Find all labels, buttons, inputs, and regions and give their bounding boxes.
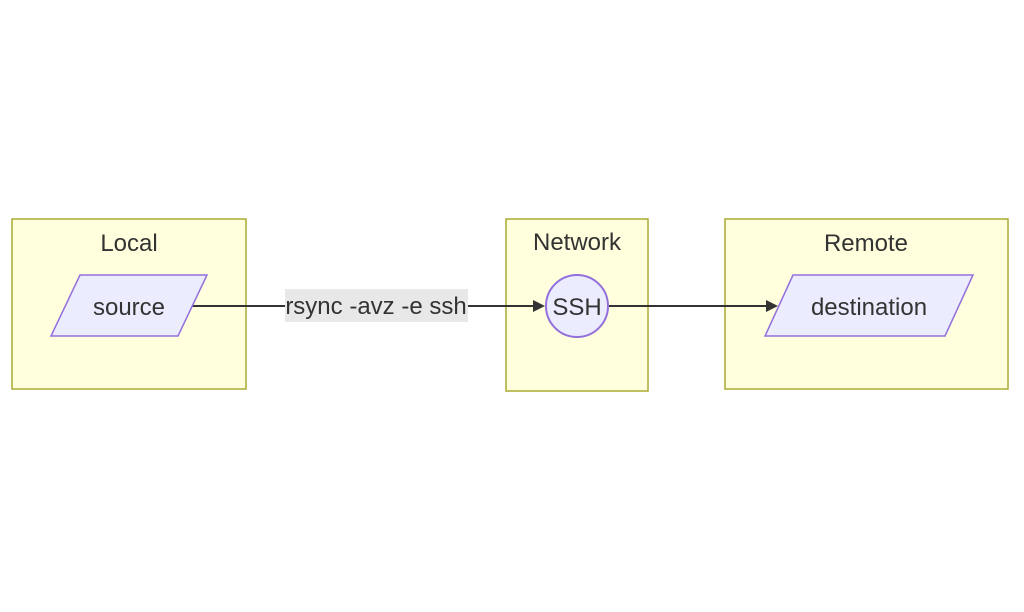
edge-label-background <box>285 289 468 322</box>
node-source-label: source <box>93 294 165 321</box>
edge-source-to-ssh: rsync -avz -e ssh <box>192 289 545 322</box>
edge-label-rsync-command: rsync -avz -e ssh <box>285 293 466 320</box>
node-ssh: SSH <box>545 274 609 338</box>
node-destination: destination <box>763 274 975 337</box>
node-ssh-label: SSH <box>552 294 601 321</box>
node-destination-label: destination <box>811 294 927 321</box>
cluster-network-title: Network <box>533 229 622 256</box>
node-source: source <box>49 274 209 337</box>
node-ssh-shape <box>545 274 609 338</box>
cluster-remote-title: Remote <box>824 230 908 257</box>
edge-arrowhead-icon <box>533 300 545 312</box>
edge-arrowhead-icon <box>766 300 778 312</box>
node-source-shape <box>49 274 209 337</box>
node-destination-shape <box>763 274 975 337</box>
cluster-local-title: Local <box>100 230 157 257</box>
edge-ssh-to-destination <box>609 300 778 312</box>
